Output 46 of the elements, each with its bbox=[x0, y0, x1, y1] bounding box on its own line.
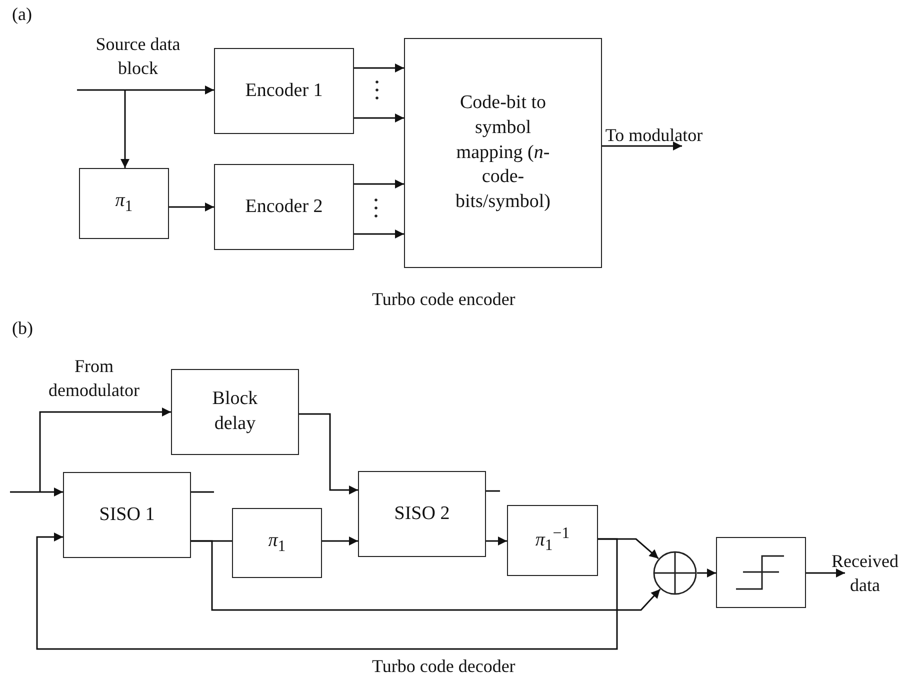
block-label: π$_{1}$ bbox=[115, 189, 133, 218]
edge-label: Source data block bbox=[94, 33, 182, 80]
process-box bbox=[171, 369, 299, 455]
panel-letter: (b) bbox=[12, 318, 33, 339]
arrow bbox=[191, 540, 661, 611]
decision-device-box bbox=[716, 537, 806, 608]
arrow bbox=[120, 90, 130, 168]
arrow bbox=[354, 64, 404, 72]
panel-letter: (a) bbox=[12, 4, 32, 25]
edge-label: To modulator bbox=[604, 124, 704, 147]
block-label: π$_{1}$ bbox=[268, 528, 286, 557]
arrow bbox=[697, 568, 716, 578]
process-box bbox=[214, 48, 354, 134]
arrow bbox=[354, 180, 404, 188]
arrow bbox=[602, 142, 682, 150]
process-box bbox=[214, 164, 354, 250]
arrow bbox=[354, 114, 404, 122]
arrow bbox=[486, 536, 507, 546]
arrow bbox=[354, 230, 404, 238]
process-box bbox=[358, 471, 486, 557]
summing-junction bbox=[653, 551, 697, 595]
block-label: Encoder 2 bbox=[245, 194, 323, 219]
arrow bbox=[169, 202, 214, 212]
process-box bbox=[79, 168, 169, 239]
figure-caption: Turbo code decoder bbox=[372, 656, 516, 677]
block-label: SISO 1 bbox=[99, 502, 155, 527]
connector-line bbox=[486, 490, 500, 492]
arrow bbox=[322, 536, 358, 546]
arrow bbox=[77, 86, 214, 94]
arrow bbox=[39, 408, 171, 492]
arrow bbox=[806, 568, 845, 578]
process-box bbox=[507, 505, 598, 576]
block-label: Block delay bbox=[211, 387, 259, 436]
process-box bbox=[63, 472, 191, 558]
arrow bbox=[36, 532, 618, 650]
process-box bbox=[404, 38, 602, 268]
block-label: SISO 2 bbox=[394, 502, 450, 526]
arrow bbox=[10, 488, 63, 496]
block-label: Encoder 1 bbox=[245, 78, 323, 103]
connector-line bbox=[191, 491, 214, 493]
edge-label: Received data bbox=[830, 550, 900, 597]
figure-caption: Turbo code encoder bbox=[372, 289, 516, 310]
edge-label: From demodulator bbox=[48, 355, 140, 402]
process-box bbox=[232, 508, 322, 578]
block-label: Code-bit to symbol mapping (n-code-bits/symbol) bbox=[454, 91, 552, 214]
arrow bbox=[299, 413, 358, 494]
